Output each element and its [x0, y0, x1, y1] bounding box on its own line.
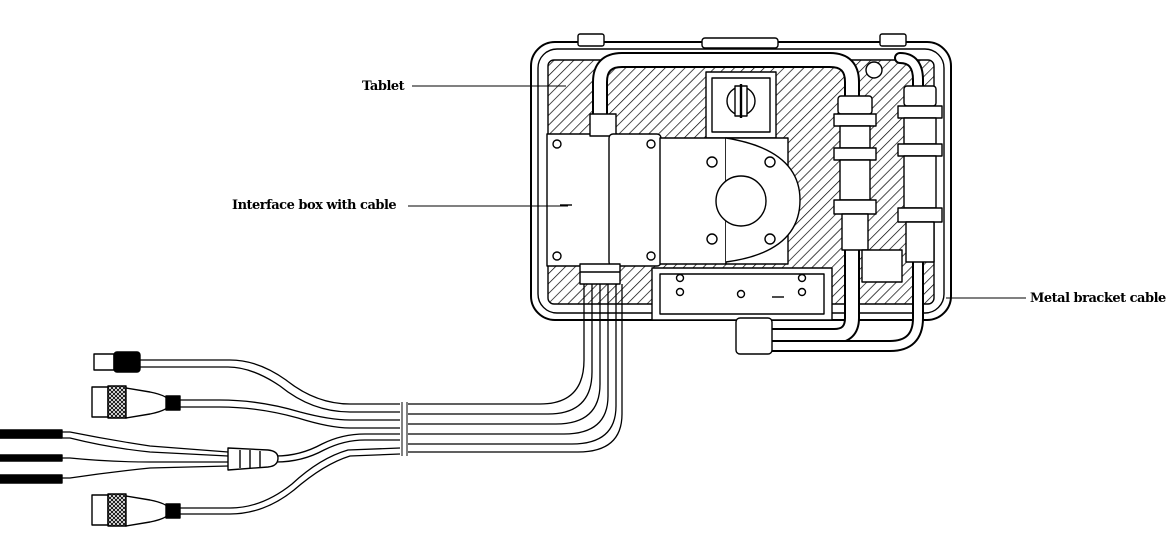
internal-cable-loop: [592, 52, 924, 352]
wire-splitter: [0, 429, 279, 484]
round-connectors: [833, 85, 943, 283]
metal-bracket-cable-label: Metal bracket cable: [1030, 291, 1166, 306]
dc-plug-connector: [93, 351, 141, 373]
metal-bracket: [651, 267, 833, 355]
switch-window: [705, 71, 777, 139]
interface-box: [546, 113, 801, 285]
interface-box-label: Interface box with cable: [232, 198, 397, 213]
circular-connector-2: [91, 493, 181, 527]
main-cable-bundle: [401, 284, 623, 456]
leader-lines: [408, 85, 1026, 299]
circular-connector-1: [91, 385, 181, 419]
fan-out-cables: [140, 359, 401, 515]
tablet-label: Tablet: [362, 79, 405, 94]
